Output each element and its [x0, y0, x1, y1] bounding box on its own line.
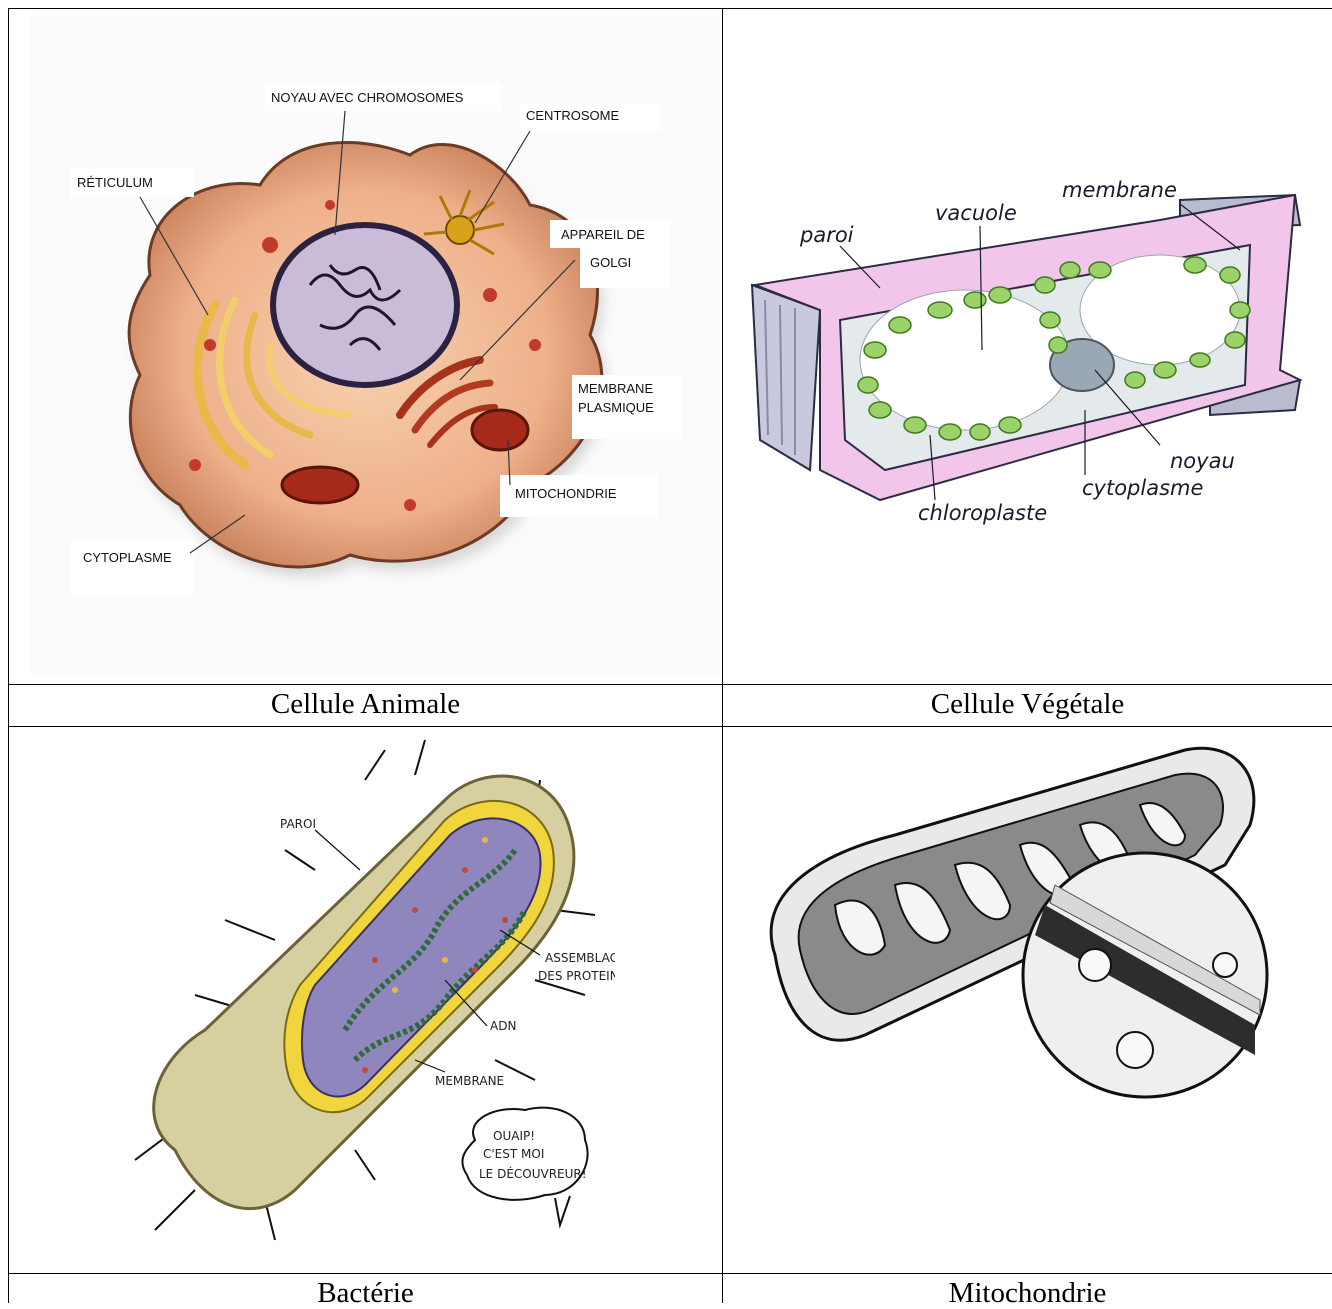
- caption-cellule-vegetale: Cellule Végétale: [723, 690, 1332, 719]
- svg-text:APPAREIL DE: APPAREIL DE: [561, 227, 645, 242]
- table-divider-row1: [8, 684, 1332, 685]
- svg-text:CENTROSOME: CENTROSOME: [526, 108, 620, 123]
- animal-cell-illustration: NOYAU AVEC CHROMOSOMES CENTROSOME RÉTICU…: [30, 15, 720, 675]
- table-divider-row3: [8, 1273, 1332, 1274]
- mitochondrion-shape: [472, 410, 528, 450]
- label-adn: ADN: [490, 1019, 516, 1033]
- table-divider-vertical: [722, 8, 723, 1303]
- label-centrosome: CENTROSOME: [520, 103, 660, 131]
- table-border-top: [8, 8, 1332, 9]
- label-membrane-vegetale: membrane: [1062, 178, 1177, 202]
- svg-text:MITOCHONDRIE: MITOCHONDRIE: [515, 486, 617, 501]
- label-mitochondrie: MITOCHONDRIE: [500, 475, 658, 517]
- label-cytoplasme: CYTOPLASME: [70, 540, 194, 595]
- svg-text:PLASMIQUE: PLASMIQUE: [578, 400, 654, 415]
- caption-bacterie: Bactérie: [9, 1279, 722, 1308]
- svg-text:NOYAU AVEC CHROMOSOMES: NOYAU AVEC CHROMOSOMES: [271, 90, 464, 105]
- svg-text:MEMBRANE: MEMBRANE: [578, 381, 653, 396]
- label-noyau: NOYAU AVEC CHROMOSOMES: [265, 83, 501, 111]
- svg-text:GOLGI: GOLGI: [590, 255, 631, 270]
- label-assemblage-2: DES PROTEINES: [538, 969, 615, 983]
- label-reticulum: RÉTICULUM: [70, 167, 194, 197]
- svg-text:RÉTICULUM: RÉTICULUM: [77, 175, 153, 190]
- svg-text:CYTOPLASME: CYTOPLASME: [83, 550, 172, 565]
- mitochondrion-illustration: [755, 735, 1295, 1110]
- svg-text:C'EST MOI: C'EST MOI: [483, 1147, 544, 1161]
- label-noyau-vegetal: noyau: [1170, 449, 1235, 473]
- caption-cellule-animale: Cellule Animale: [9, 690, 722, 719]
- caption-mitochondrie: Mitochondrie: [723, 1279, 1332, 1308]
- label-vacuole: vacuole: [935, 201, 1017, 225]
- bacterium-illustration: PAROI ASSEMBLAGE DES PROTEINES ADN MEMBR…: [115, 730, 615, 1250]
- label-chloroplaste: chloroplaste: [918, 501, 1047, 525]
- label-paroi-bacterie: PAROI: [280, 817, 316, 831]
- label-assemblage: ASSEMBLAGE: [545, 951, 615, 965]
- table-border-left: [8, 8, 9, 1303]
- svg-text:LE DÉCOUVREUR!: LE DÉCOUVREUR!: [479, 1166, 587, 1181]
- label-cytoplasme-vegetal: cytoplasme: [1082, 476, 1203, 500]
- table-divider-row2: [8, 726, 1332, 727]
- svg-text:OUAIP!: OUAIP!: [493, 1129, 535, 1143]
- label-paroi: paroi: [799, 223, 854, 247]
- label-membrane-plasmique: MEMBRANE PLASMIQUE: [572, 375, 682, 439]
- nucleus-shape: [273, 225, 457, 385]
- plant-cell-illustration: paroi vacuole membrane noyau cytoplasme …: [740, 170, 1320, 540]
- label-membrane-bacterie: MEMBRANE: [435, 1074, 504, 1088]
